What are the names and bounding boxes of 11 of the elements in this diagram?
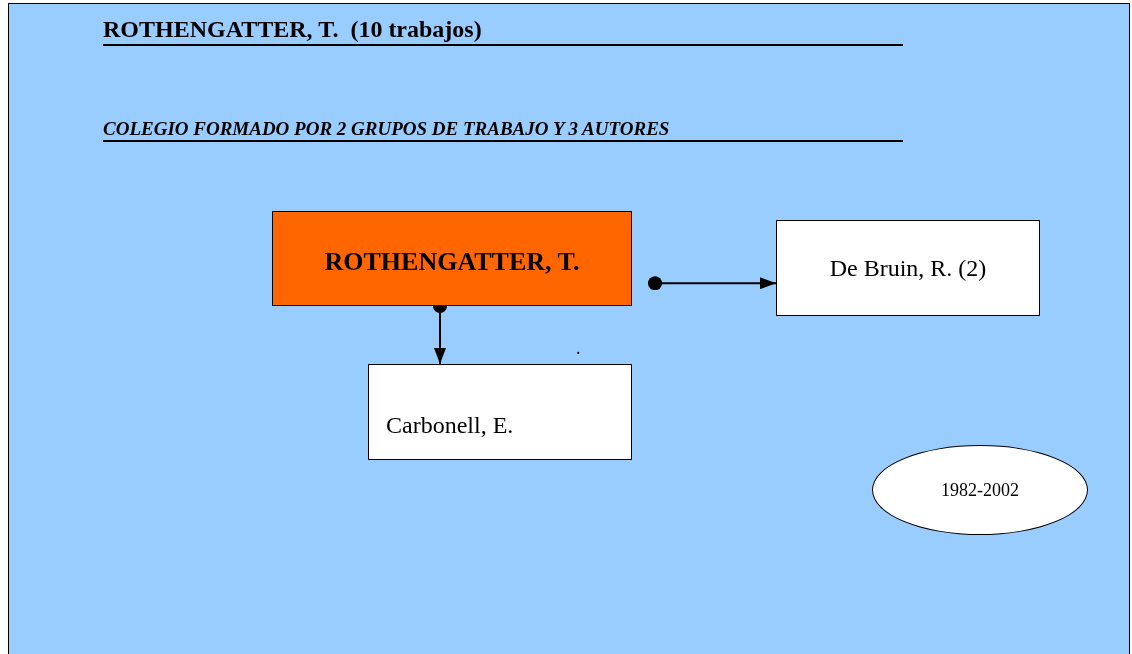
author-box — [368, 364, 632, 460]
subtitle: COLEGIO FORMADO POR 2 GRUPOS DE TRABAJO Y 3 AUTORES — [103, 118, 903, 142]
node-text: Carbonell, E. — [386, 411, 514, 439]
node-text: De Bruin, R. (2) — [829, 254, 987, 282]
author-box — [776, 220, 1040, 316]
node-text: 1982-2002 — [941, 479, 1019, 501]
title: ROTHENGATTER, T. (10 trabajos) — [103, 14, 903, 46]
arrow — [648, 276, 777, 291]
author-box — [272, 211, 632, 306]
dot-mark: . — [576, 338, 582, 359]
node-text: ROTHENGATTER, T. — [324, 246, 580, 277]
